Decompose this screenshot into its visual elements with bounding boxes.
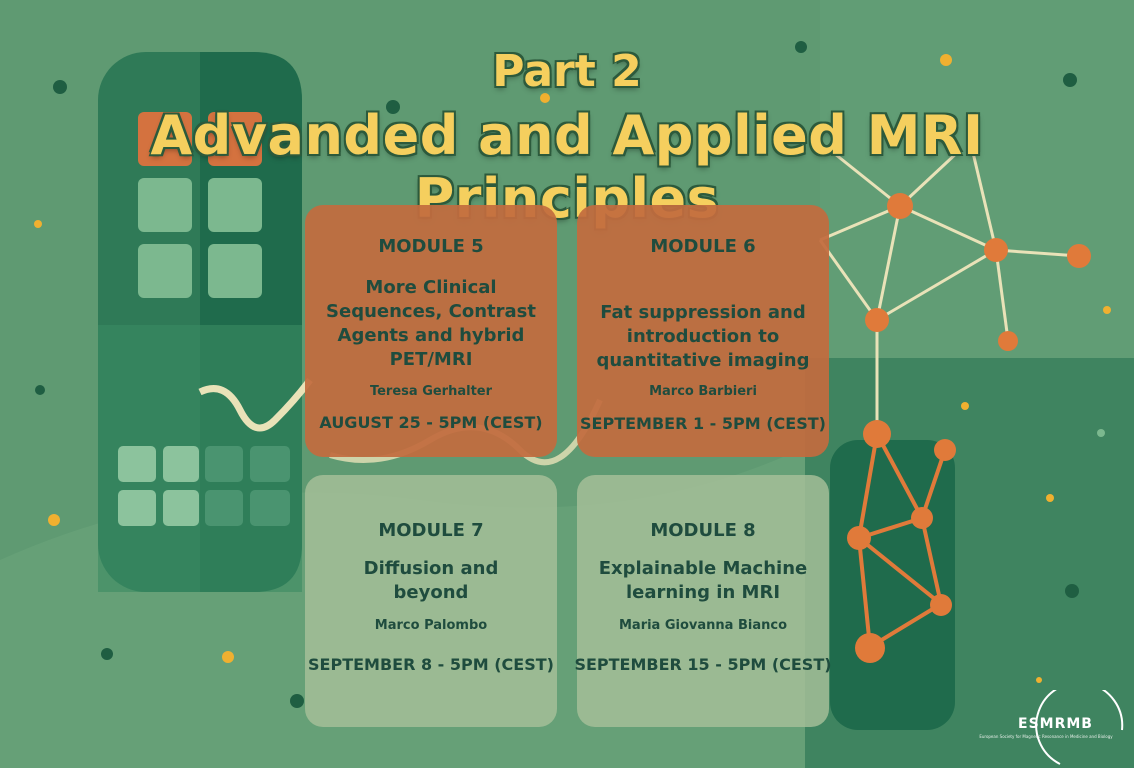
decorative-dots bbox=[34, 41, 1111, 708]
module-speaker: Marco Barbieri bbox=[649, 384, 757, 399]
module-label: MODULE 8 bbox=[650, 520, 756, 541]
module-title: Diffusion and beyond bbox=[363, 558, 499, 603]
logo-name: ESMRMB bbox=[1018, 716, 1093, 732]
module-speaker: Maria Giovanna Bianco bbox=[618, 618, 788, 633]
module-label: MODULE 5 bbox=[378, 236, 484, 257]
part-heading: Part 2 bbox=[492, 46, 642, 97]
network-illustration-bottom bbox=[857, 433, 947, 649]
module-card-8: MODULE 8 Explainable Machine learning in… bbox=[574, 475, 832, 727]
module-speaker: Teresa Gerhalter bbox=[369, 384, 493, 399]
module-title: Fat suppression and introduction to quan… bbox=[596, 302, 810, 371]
module-date: SEPTEMBER 1 - 5PM (CEST) bbox=[580, 414, 826, 433]
module-card-5: MODULE 5 More Clinical Sequences, Contra… bbox=[305, 205, 557, 457]
module-label: MODULE 6 bbox=[650, 236, 756, 257]
main-title: Advanded and Applied MRI Principles bbox=[150, 104, 984, 230]
module-card-7: MODULE 7 Diffusion and beyond Marco Palo… bbox=[305, 475, 557, 727]
logo-subtitle: European Society for Magnetic Resonance … bbox=[979, 734, 1113, 739]
mri-device-illustration bbox=[98, 52, 313, 592]
module-date: AUGUST 25 - 5PM (CEST) bbox=[319, 413, 543, 432]
module-speaker: Marco Palombo bbox=[374, 618, 488, 633]
module-card-6: MODULE 6 Fat suppression and introductio… bbox=[577, 205, 829, 457]
module-title: More Clinical Sequences, Contrast Agents… bbox=[326, 277, 536, 370]
module-date: SEPTEMBER 8 - 5PM (CEST) bbox=[308, 655, 554, 674]
esmrmb-logo bbox=[1035, 690, 1124, 765]
module-label: MODULE 7 bbox=[378, 520, 484, 541]
network-illustration-top bbox=[818, 139, 1080, 433]
module-date: SEPTEMBER 15 - 5PM (CEST) bbox=[574, 655, 832, 674]
module-title: Explainable Machine learning in MRI bbox=[598, 558, 808, 603]
